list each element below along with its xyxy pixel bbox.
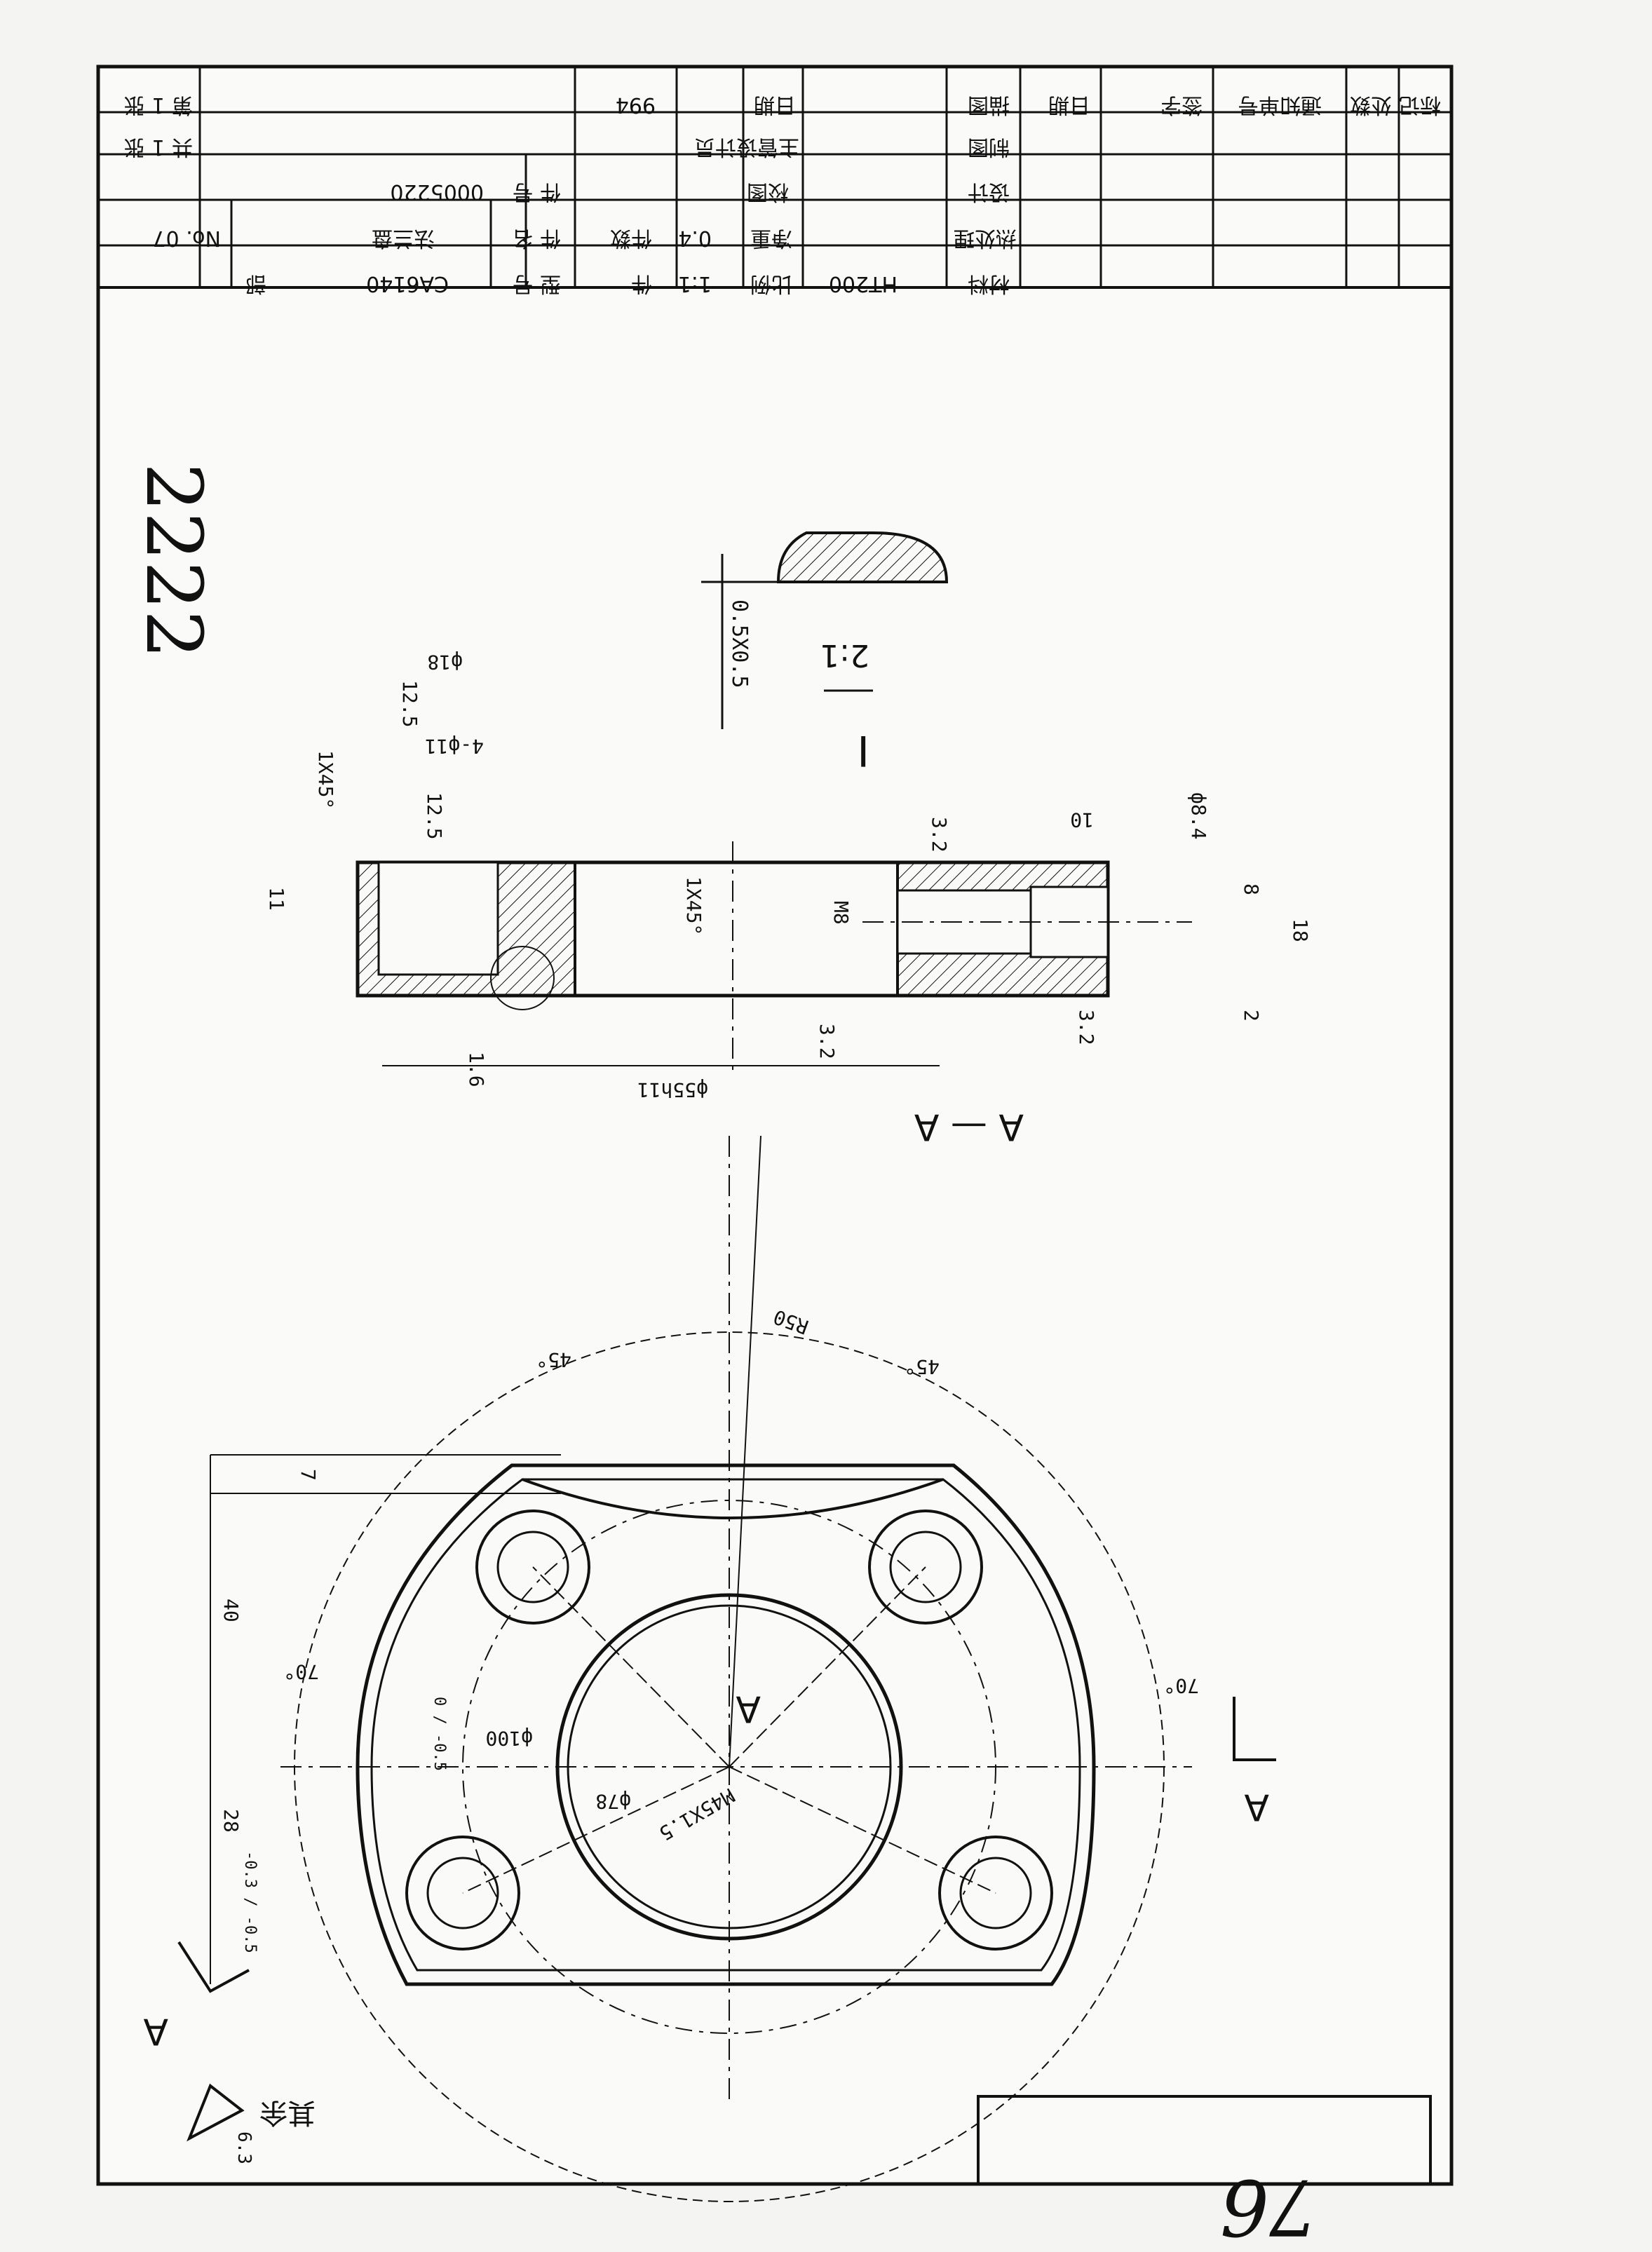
section-view — [356, 841, 1192, 1073]
handwritten-id: 2222 — [129, 463, 219, 659]
dim-chamfer2: 1X45° — [682, 876, 705, 935]
tb-no: No. 07 — [152, 226, 221, 250]
tb-chief: 主管设计员 — [694, 135, 799, 159]
dim-phi11: 4-ф11 — [425, 735, 484, 758]
dim-ra32b: 3.2 — [815, 1024, 839, 1059]
dim-d10: 10 — [1070, 808, 1094, 832]
section-label: A — A — [914, 1106, 1024, 1148]
dim-ra125b: 12.5 — [423, 792, 446, 839]
dim-ang45b: 45° — [904, 1355, 940, 1378]
tb-trace: 描图 — [968, 93, 1010, 117]
dim-m8: M8 — [830, 901, 853, 925]
bolt-hole-bottom-left — [405, 1836, 520, 1951]
remaining-roughness-ra: 6.3 — [233, 2131, 255, 2164]
dim-chamfer1: 1X45° — [314, 750, 337, 809]
tb-doc-no: 994 — [616, 93, 656, 117]
dim-ra32a: 3.2 — [928, 817, 951, 853]
dim-phi55: ф55h11 — [637, 1078, 708, 1101]
bolt-hole-top-left — [475, 1510, 590, 1624]
dim-d40: 40 — [219, 1599, 243, 1622]
center-label: A — [736, 1688, 761, 1730]
tb-piece: 件 — [631, 271, 652, 296]
dim-d8: 8 — [1240, 883, 1263, 895]
detail-groove: 0.5X0.5 — [727, 599, 752, 688]
tb-net-weight: 净重 — [750, 226, 792, 250]
dim-ang70b: 70° — [1163, 1674, 1199, 1697]
view-label-left: A — [143, 2010, 168, 2052]
remaining-roughness: 其余 6.3 — [187, 2083, 316, 2164]
tb-date2: 日期 — [754, 93, 796, 117]
dim-ang45a: 45° — [536, 1348, 571, 1371]
drawing-border — [96, 65, 1454, 2186]
detail-view: 0.5X0.5 I 2:1 — [701, 531, 949, 775]
dim-phi84: ф8.4 — [1187, 792, 1210, 839]
tb-part-no-label: 件 号 — [512, 179, 561, 204]
dim-ra125a: 12.5 — [398, 680, 421, 727]
tb-sign: 签字 — [1160, 93, 1203, 117]
dim-ang70a: 70° — [283, 1660, 319, 1683]
tb-count: 处数 — [1350, 93, 1392, 117]
dim-ra32c: 3.2 — [1075, 1010, 1098, 1045]
tb-scale-value: 1:1 — [678, 271, 712, 296]
plan-dimensions: R50 45° 45° 70° 70° 7 40 ф100 0 / -0.5 ф… — [143, 1305, 1269, 2052]
tb-scale: 比例 — [750, 271, 792, 296]
tb-material: 材料 — [968, 271, 1010, 296]
dim-d28-tol: -0.3 / -0.5 — [241, 1851, 259, 1953]
tb-part-name-label: 件 名 — [512, 226, 561, 250]
tb-sheet-total: 共 1 张 — [124, 135, 193, 159]
tb-check: 校图 — [747, 179, 789, 204]
tb-net-weight-value: 0.4 — [678, 226, 712, 250]
tb-model-label: 型 号 — [512, 271, 561, 296]
title-block-text: 标记 处数 通知单号 签字 日期 描图 制图 设计 热处理 材料 HT200 日… — [124, 93, 1441, 296]
bolt-hole-top-right — [868, 1510, 983, 1624]
tb-pieces: 件数 — [610, 226, 652, 250]
bolt-hole-bottom-right — [938, 1836, 1053, 1951]
tb-mark: 标记 — [1399, 93, 1441, 117]
title-block — [98, 67, 1451, 287]
dim-h11: 11 — [265, 887, 288, 911]
remaining-roughness-text: 其余 — [259, 2096, 316, 2129]
tb-notice: 通知单号 — [1238, 93, 1322, 117]
tb-date: 日期 — [1048, 93, 1090, 117]
dim-d28: 28 — [219, 1809, 243, 1833]
tb-design: 设计 — [968, 179, 1010, 204]
section-dimensions: ф18 4-ф11 1X45° 1X45° 12.5 12.5 3.2 3.2 … — [265, 651, 1312, 1148]
tb-model: CA6140 — [366, 271, 449, 296]
plan-view — [210, 1135, 1192, 2202]
view-label-right: A — [1244, 1786, 1269, 1828]
view-arrows — [177, 1697, 1276, 1993]
tb-part-no: 0005220 — [390, 179, 484, 204]
tb-heat: 热处理 — [954, 226, 1017, 250]
dim-phi100-tol: 0 / -0.5 — [431, 1697, 448, 1771]
handwritten-page: 76 — [1220, 2162, 1318, 2252]
dim-phi18: ф18 — [427, 651, 463, 674]
dim-phi78: ф78 — [595, 1790, 631, 1813]
page-number-box — [977, 2095, 1432, 2185]
tb-draw: 制图 — [968, 135, 1010, 159]
dim-ra16: 1.6 — [465, 1052, 488, 1087]
dim-d2: 2 — [1240, 1010, 1263, 1022]
dim-d7: 7 — [297, 1469, 320, 1481]
tb-part-name: 法兰盘 — [372, 226, 435, 250]
dim-d18: 18 — [1289, 918, 1312, 942]
tb-material-value: HT200 — [829, 271, 898, 296]
detail-label: I — [857, 726, 869, 775]
tb-dept: 部 — [245, 271, 266, 296]
detail-scale: 2:1 — [820, 637, 869, 673]
tb-sheet-no: 第 1 张 — [124, 93, 193, 117]
dim-phi100: ф100 — [486, 1727, 533, 1750]
